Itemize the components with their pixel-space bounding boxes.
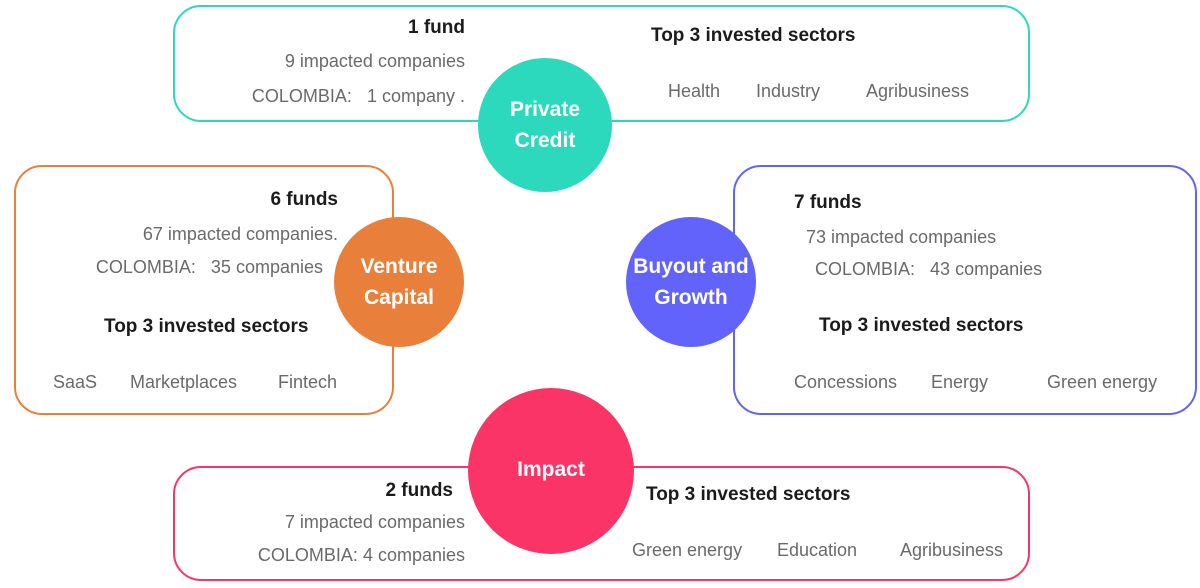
private-credit-sector-3: Agribusiness xyxy=(866,81,970,101)
venture-capital-name-line1: Venture xyxy=(360,254,438,278)
buyout-growth-sector-2: Energy xyxy=(931,372,989,392)
venture-capital-sector-2: Marketplaces xyxy=(130,372,238,392)
private-credit-companies: 9 impacted companies xyxy=(284,51,465,71)
buyout-growth-name-line2: Growth xyxy=(654,286,728,309)
colombia-value: 35 companies xyxy=(210,257,323,277)
buyout-growth-funds: 7 funds xyxy=(794,192,862,213)
buyout-growth-colombia: COLOMBIA: 43 companies xyxy=(815,260,1042,278)
buyout-growth-circle: Buyout and Growth xyxy=(626,217,756,347)
private-credit-circle: Private Credit xyxy=(478,58,612,192)
impact-circle: Impact xyxy=(468,388,634,554)
colombia-value: 1 company . xyxy=(366,86,465,106)
colombia-label: COLOMBIA: xyxy=(815,259,916,279)
impact-sector-3: Agribusiness xyxy=(900,540,1004,560)
impact-sector-2: Education xyxy=(777,540,858,560)
private-credit-colombia: COLOMBIA: 1 company . xyxy=(252,87,465,105)
venture-capital-name-line2: Capital xyxy=(363,286,434,309)
venture-capital-sector-3: Fintech xyxy=(278,372,338,392)
impact-companies: 7 impacted companies xyxy=(284,512,465,532)
private-credit-sector-2: Industry xyxy=(756,81,821,101)
impact-name: Impact xyxy=(517,458,585,481)
venture-capital-circle: Venture Capital xyxy=(334,217,464,347)
venture-capital-colombia: COLOMBIA: 35 companies xyxy=(96,258,323,276)
colombia-value: 43 companies xyxy=(930,259,1043,279)
buyout-growth-name: Buyout and Growth xyxy=(633,251,749,314)
colombia-value: 4 companies xyxy=(362,545,465,565)
buyout-growth-sector-3: Green energy xyxy=(1047,372,1158,392)
colombia-label: COLOMBIA: xyxy=(251,86,352,106)
venture-capital-name: Venture Capital xyxy=(360,251,437,314)
venture-capital-companies: 67 impacted companies. xyxy=(142,224,338,244)
colombia-label: COLOMBIA: xyxy=(95,257,196,277)
impact-funds: 2 funds xyxy=(385,480,453,501)
buyout-growth-sectors-title: Top 3 invested sectors xyxy=(819,315,1024,336)
buyout-growth-card xyxy=(733,165,1197,415)
impact-sectors-title: Top 3 invested sectors xyxy=(646,484,851,505)
colombia-label: COLOMBIA: xyxy=(257,545,358,565)
venture-capital-sectors-title: Top 3 invested sectors xyxy=(104,316,309,337)
buyout-growth-sector-1: Concessions xyxy=(794,372,898,392)
impact-sector-1: Green energy xyxy=(632,540,743,560)
buyout-growth-companies: 73 impacted companies xyxy=(806,227,997,247)
private-credit-sectors-title: Top 3 invested sectors xyxy=(651,25,856,46)
venture-capital-sector-1: SaaS xyxy=(53,372,98,392)
impact-colombia: COLOMBIA: 4 companies xyxy=(258,546,465,564)
venture-capital-card xyxy=(14,165,394,415)
buyout-growth-name-line1: Buyout and xyxy=(633,254,749,278)
private-credit-funds: 1 fund xyxy=(408,17,465,38)
private-credit-sector-1: Health xyxy=(668,81,721,101)
venture-capital-funds: 6 funds xyxy=(270,189,338,210)
private-credit-name: Private Credit xyxy=(509,97,581,153)
